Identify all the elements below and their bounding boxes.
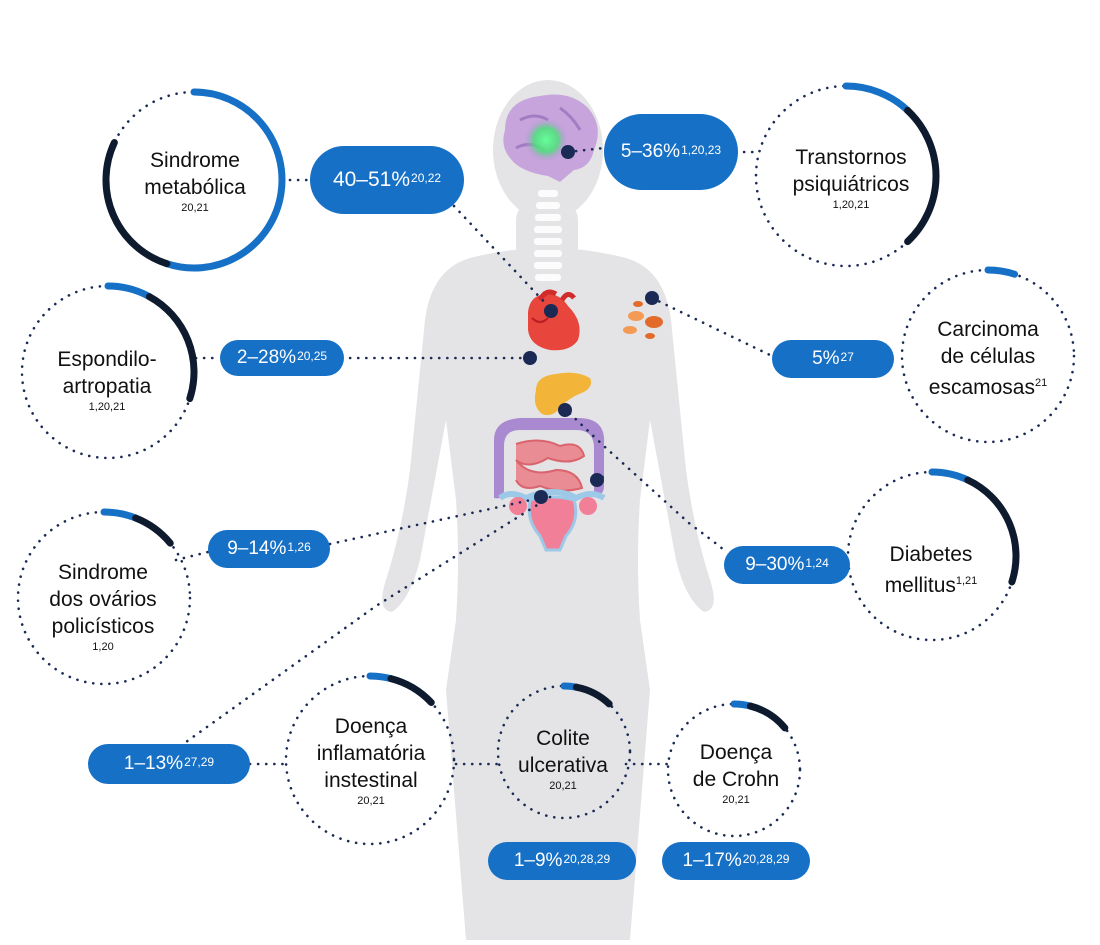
arc-blue-psych xyxy=(842,82,912,114)
condition-name: Doença inflamatória instestinal xyxy=(316,714,426,792)
connector-pcos-left xyxy=(174,550,210,562)
condition-name: Doença de Crohn xyxy=(692,741,780,791)
arc-dark-crohn xyxy=(746,702,789,732)
prevalence-pill-uc: 1–9%20,28,29 xyxy=(488,842,636,880)
uterus-dot xyxy=(534,490,548,504)
label-metabolic: Sindrome metabólica 20,21 xyxy=(110,138,280,224)
condition-name: Sindrome dos ovários policísticos xyxy=(49,560,157,638)
condition-name-text: Carcinoma de células escamosas xyxy=(928,317,1039,399)
pancreas-icon xyxy=(534,372,592,416)
spine-icon xyxy=(534,190,562,281)
pill-value: 5–36% xyxy=(620,141,681,162)
prevalence-pill-diabetes: 9–30%1,24 xyxy=(724,546,850,584)
label-uc: Colite ulcerativa 20,21 xyxy=(498,722,628,796)
condition-ref: 1,20,21 xyxy=(832,199,870,211)
arc-dark-spondylo xyxy=(145,293,198,403)
pill-ref: 1,26 xyxy=(287,540,311,554)
label-ibd: Doença inflamatória instestinal 20,21 xyxy=(286,708,456,812)
connector-scc-skin xyxy=(650,296,772,357)
prevalence-pill-scc: 5%27 xyxy=(772,340,894,378)
heart-dot xyxy=(544,304,558,318)
pill-ref: 27,29 xyxy=(184,755,215,769)
pill-value: 1–9% xyxy=(513,850,563,871)
condition-ref: 20,21 xyxy=(357,794,385,807)
organ-dots xyxy=(523,145,659,504)
condition-rings xyxy=(16,82,1076,846)
pill-ref: 1,24 xyxy=(805,556,829,570)
prevalence-pill-crohn: 1–17%20,28,29 xyxy=(662,842,810,880)
arc-dark-ibd xyxy=(387,675,435,706)
skin-dot xyxy=(645,291,659,305)
uterus-icon xyxy=(498,488,606,552)
ring-uc xyxy=(496,684,632,820)
skin-lesion-icon xyxy=(623,301,663,339)
pill-ref: 27 xyxy=(840,350,854,364)
pill-ref: 20,28,29 xyxy=(742,852,790,866)
connector-pcos-uterus xyxy=(328,496,542,546)
arc-blue-spondylo xyxy=(104,282,153,301)
condition-name: Carcinoma de células escamosas21 xyxy=(929,316,1047,401)
arc-dark-diabetes xyxy=(964,476,1020,586)
prevalence-pill-pcos: 9–14%1,26 xyxy=(208,530,330,568)
connector-metabolic-heart xyxy=(452,204,550,308)
connector-diabetes-pancreas xyxy=(562,406,726,552)
condition-name: Diabetes mellitus1,21 xyxy=(885,541,978,599)
prevalence-pill-metabolic: 40–51%20,22 xyxy=(310,146,464,214)
label-diabetes: Diabetes mellitus1,21 xyxy=(848,540,1014,600)
condition-name: Colite ulcerativa xyxy=(518,727,608,777)
arc-dark-uc xyxy=(572,683,613,708)
arc-dark-pcos xyxy=(132,514,174,547)
pill-value: 1–13% xyxy=(123,753,184,774)
condition-name-text: Diabetes mellitus xyxy=(884,543,973,597)
pill-value: 2–28% xyxy=(236,347,297,368)
pill-value: 5% xyxy=(812,348,840,369)
label-scc: Carcinoma de células escamosas21 xyxy=(904,310,1072,406)
ring-crohn xyxy=(666,702,802,838)
condition-name: Transtornos psiquiátricos xyxy=(792,146,910,196)
pill-value: 9–14% xyxy=(227,538,287,559)
condition-name: Espondilo- artropatia xyxy=(57,348,157,398)
brain-icon xyxy=(503,94,598,182)
arc-blue-diabetes xyxy=(928,468,972,484)
ring-ibd xyxy=(284,674,456,846)
pill-ref: 20,25 xyxy=(297,349,328,363)
prevalence-pill-psych: 5–36%1,20,23 xyxy=(604,114,738,190)
spine-dot xyxy=(523,351,537,365)
arc-dark-metabolic xyxy=(102,139,171,268)
condition-ref: 1,20 xyxy=(92,640,114,653)
pill-ref: 1,20,23 xyxy=(681,143,722,157)
condition-ref: 20,21 xyxy=(181,202,209,214)
brain-dot xyxy=(561,145,575,159)
label-crohn: Doença de Crohn 20,21 xyxy=(670,736,802,810)
arc-blue-scc xyxy=(984,266,1019,278)
condition-ref-inline: 21 xyxy=(1034,376,1048,389)
pill-value: 40–51% xyxy=(332,168,411,191)
condition-name: Sindrome metabólica xyxy=(144,149,246,199)
pill-value: 9–30% xyxy=(745,554,805,575)
pill-ref: 20,22 xyxy=(411,171,442,185)
arc-blue-pcos xyxy=(100,508,140,522)
pill-value: 1–17% xyxy=(682,850,742,871)
condition-ref: 1,20,21 xyxy=(88,401,126,413)
heart-icon xyxy=(528,289,580,351)
prevalence-pill-spondylo: 2–28%20,25 xyxy=(220,340,344,376)
arc-blue-metabolic xyxy=(163,88,286,272)
condition-ref: 20,21 xyxy=(549,780,577,792)
label-pcos: Sindrome dos ovários policísticos 1,20 xyxy=(20,554,186,658)
condition-ref-inline: 1,21 xyxy=(955,575,978,587)
pancreas-dot xyxy=(558,403,572,417)
colon-dot xyxy=(590,473,604,487)
pill-ref: 20,28,29 xyxy=(563,852,611,866)
prevalence-pill-ibd: 1–13%27,29 xyxy=(88,744,250,784)
label-psych: Transtornos psiquiátricos 1,20,21 xyxy=(766,138,936,218)
connectors xyxy=(174,146,772,766)
label-spondylo: Espondilo- artropatia 1,20,21 xyxy=(24,338,190,422)
arc-dark-psych xyxy=(904,106,940,246)
condition-ref: 20,21 xyxy=(722,794,750,806)
